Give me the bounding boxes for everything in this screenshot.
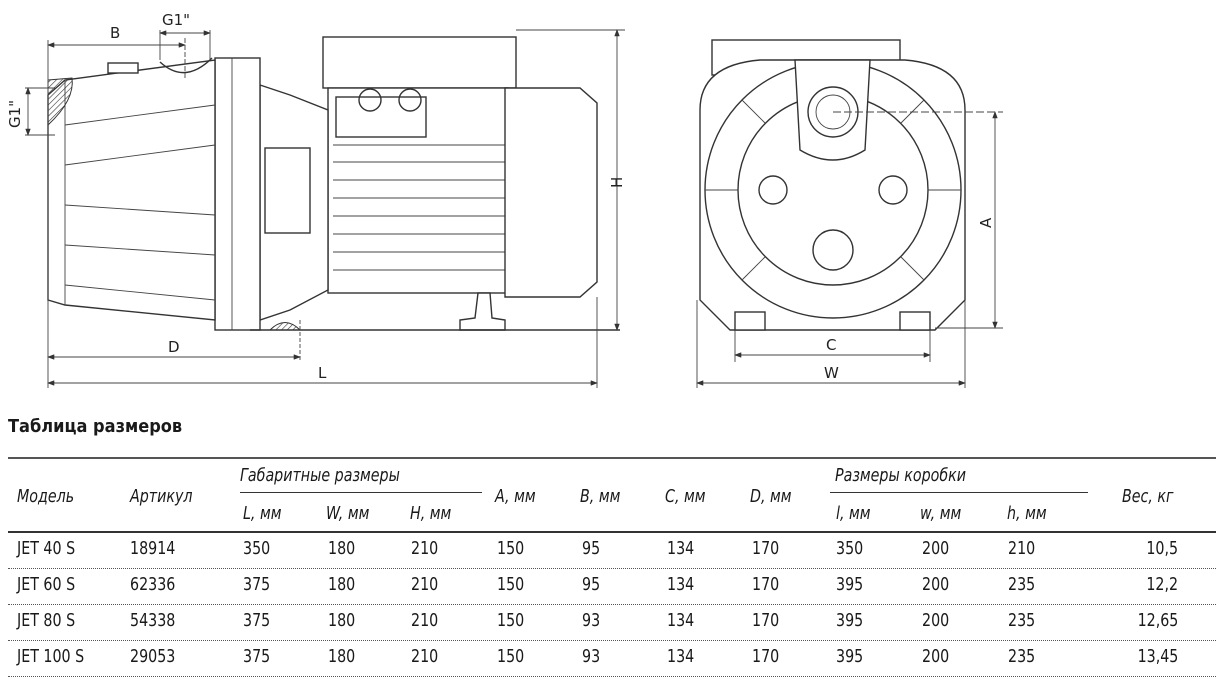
- table-header-rule: [8, 531, 1216, 533]
- dim-label-g1-top: G1": [162, 11, 190, 29]
- table-cell: 235: [1008, 574, 1036, 595]
- side-view: B G1" G1" H D L: [6, 11, 626, 388]
- table-cell: 200: [922, 646, 950, 667]
- header-L: L, мм: [243, 503, 282, 524]
- header-l: l, мм: [836, 503, 871, 524]
- header-H: H, мм: [410, 503, 452, 524]
- header-C: C, мм: [665, 486, 706, 507]
- header-box-group: Размеры коробки: [835, 465, 967, 486]
- table-cell: 395: [836, 646, 864, 667]
- pump-body: [47, 59, 216, 321]
- flange: [214, 57, 261, 331]
- header-A: A, мм: [495, 486, 536, 507]
- dim-label-a: A: [977, 217, 995, 228]
- table-cell: 200: [922, 574, 950, 595]
- front-housing: [699, 59, 966, 331]
- overall-group-rule: [240, 492, 482, 493]
- row-separator: [8, 568, 1216, 569]
- row-separator: [8, 676, 1216, 677]
- table-cell: 29053: [130, 646, 176, 667]
- table-cell: 375: [243, 574, 271, 595]
- table-cell: 210: [411, 538, 439, 559]
- table-cell: 62336: [130, 574, 176, 595]
- table-cell: 350: [836, 538, 864, 559]
- header-weight: Вес, кг: [1122, 486, 1174, 507]
- row-separator: [8, 640, 1216, 641]
- dim-label-d: D: [168, 338, 180, 356]
- table-cell: 210: [1008, 538, 1036, 559]
- header-article: Артикул: [130, 486, 193, 507]
- table-cell: 93: [582, 610, 601, 631]
- table-cell-weight: 10,5: [1146, 538, 1178, 559]
- table-cell: 375: [243, 610, 271, 631]
- header-B: B, мм: [580, 486, 621, 507]
- table-cell: 210: [411, 646, 439, 667]
- table-cell: 150: [497, 538, 525, 559]
- table-cell: 235: [1008, 646, 1036, 667]
- table-cell: 235: [1008, 610, 1036, 631]
- table-cell: 395: [836, 574, 864, 595]
- table-title: Таблица размеров: [8, 416, 183, 437]
- table-cell: 134: [667, 574, 695, 595]
- table-cell: 180: [328, 538, 356, 559]
- table-cell: 150: [497, 610, 525, 631]
- pump-dimension-drawing: B G1" G1" H D L A C W: [6, 11, 1003, 388]
- table-cell-weight: 12,65: [1137, 610, 1178, 631]
- table-cell: 170: [752, 646, 780, 667]
- header-overall-group: Габаритные размеры: [240, 465, 400, 486]
- table-cell: JET 40 S: [17, 538, 76, 559]
- table-cell: 395: [836, 610, 864, 631]
- table-cell: 93: [582, 646, 601, 667]
- header-W: W, мм: [326, 503, 370, 524]
- dim-label-c: C: [826, 336, 836, 354]
- front-view: A C W: [696, 39, 1003, 388]
- table-cell: 95: [582, 574, 601, 595]
- table-cell: 350: [243, 538, 271, 559]
- dim-label-h: H: [608, 177, 626, 188]
- row-separator: [8, 604, 1216, 605]
- header-w: w, мм: [920, 503, 962, 524]
- table-cell: 210: [411, 574, 439, 595]
- table-cell-weight: 13,45: [1137, 646, 1178, 667]
- terminal-box: [322, 36, 517, 89]
- dim-label-b: B: [110, 24, 120, 42]
- dim-label-w: W: [824, 364, 839, 382]
- table-cell: 134: [667, 610, 695, 631]
- motor-foot: [459, 292, 506, 331]
- header-model: Модель: [17, 486, 75, 507]
- table-cell: 375: [243, 646, 271, 667]
- table-cell-weight: 12,2: [1146, 574, 1178, 595]
- table-cell: 180: [328, 610, 356, 631]
- table-cell: JET 100 S: [17, 646, 85, 667]
- table-cell: JET 80 S: [17, 610, 76, 631]
- table-cell: 180: [328, 574, 356, 595]
- table-cell: JET 60 S: [17, 574, 76, 595]
- fan-cover: [504, 87, 598, 298]
- table-cell: 170: [752, 538, 780, 559]
- header-h: h, мм: [1007, 503, 1047, 524]
- box-group-rule: [830, 492, 1088, 493]
- table-top-rule: [8, 457, 1216, 459]
- table-cell: 150: [497, 646, 525, 667]
- table-cell: 134: [667, 538, 695, 559]
- table-cell: 134: [667, 646, 695, 667]
- dim-label-g1-side: G1": [6, 100, 24, 128]
- table-cell: 210: [411, 610, 439, 631]
- table-cell: 95: [582, 538, 601, 559]
- dim-label-l: L: [318, 364, 327, 382]
- table-cell: 170: [752, 574, 780, 595]
- table-cell: 200: [922, 610, 950, 631]
- table-cell: 18914: [130, 538, 176, 559]
- table-cell: 150: [497, 574, 525, 595]
- table-cell: 170: [752, 610, 780, 631]
- table-cell: 200: [922, 538, 950, 559]
- header-D: D, мм: [750, 486, 792, 507]
- table-cell: 54338: [130, 610, 176, 631]
- table-cell: 180: [328, 646, 356, 667]
